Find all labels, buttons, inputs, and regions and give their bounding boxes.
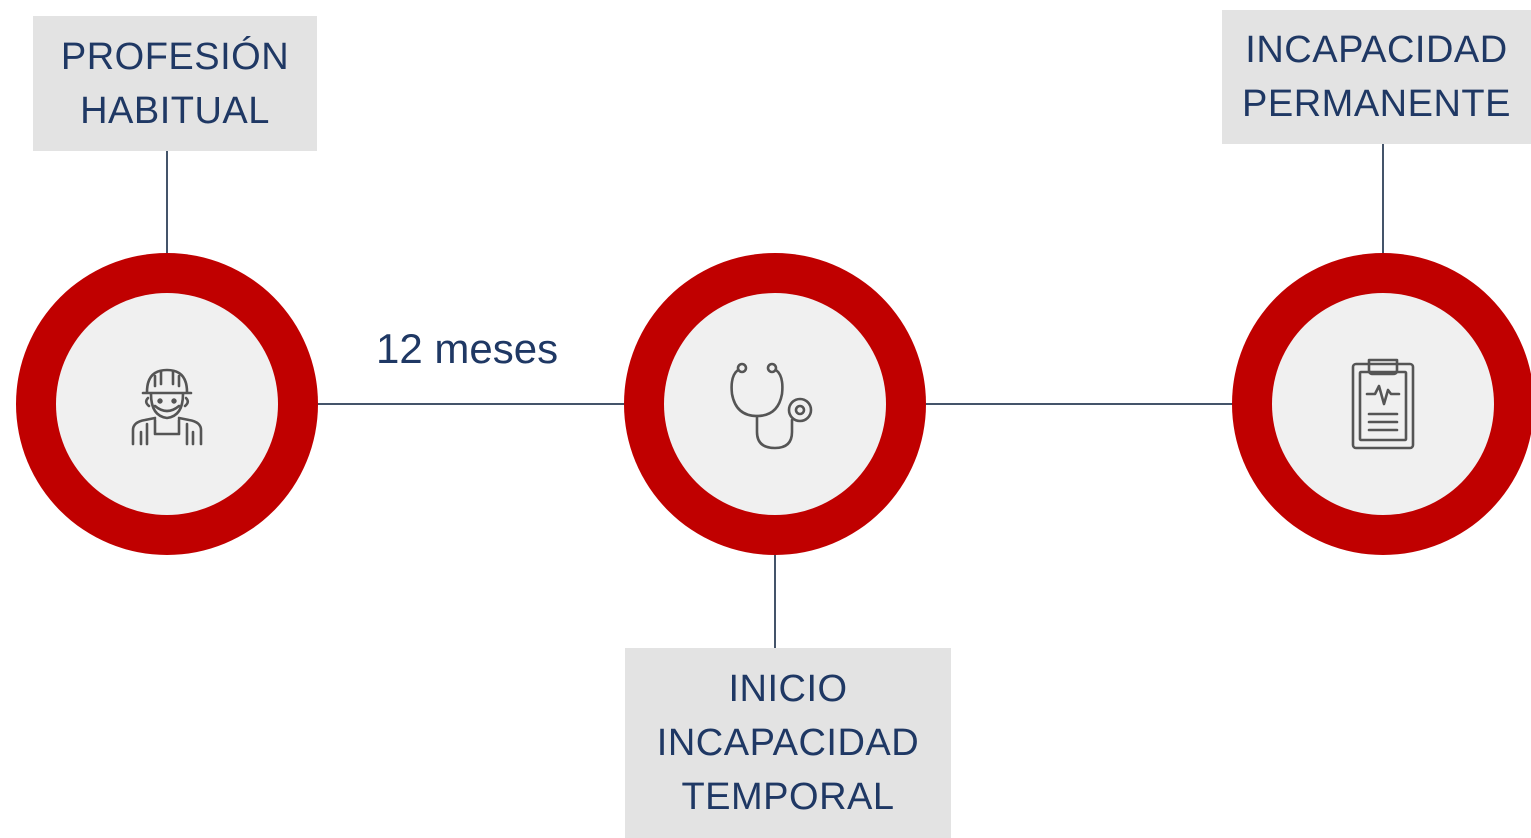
medical-clipboard-icon xyxy=(1333,354,1433,454)
step-node-profesion xyxy=(16,253,318,555)
step-node-inner xyxy=(56,293,278,515)
step-label-profesion: PROFESIÓN HABITUAL xyxy=(33,16,317,151)
connector-vertical-profesion xyxy=(166,150,168,254)
connector-vertical-permanente xyxy=(1382,144,1384,254)
step-node-inner xyxy=(1272,293,1494,515)
step-node-inicio xyxy=(624,253,926,555)
step-label-line: INCAPACIDAD xyxy=(656,722,920,764)
step-node-inner xyxy=(664,293,886,515)
period-label: 12 meses xyxy=(376,325,559,372)
step-label-permanente: INCAPACIDAD PERMANENTE xyxy=(1222,10,1531,144)
step-label-line: INICIO xyxy=(728,668,848,710)
step-label-line: PERMANENTE xyxy=(1242,83,1511,125)
step-label-inicio: INICIO INCAPACIDAD TEMPORAL xyxy=(625,648,951,838)
step-label-line: PROFESIÓN xyxy=(60,35,290,78)
step-label-line: INCAPACIDAD xyxy=(1245,29,1508,71)
step-label-line: TEMPORAL xyxy=(681,776,895,818)
step-label-line: HABITUAL xyxy=(80,89,270,132)
connector-line-1 xyxy=(318,403,624,405)
worker-icon xyxy=(117,354,217,454)
step-node-permanente xyxy=(1232,253,1531,555)
connector-vertical-inicio xyxy=(774,552,776,648)
connector-line-2 xyxy=(926,403,1234,405)
stethoscope-icon xyxy=(720,354,830,454)
